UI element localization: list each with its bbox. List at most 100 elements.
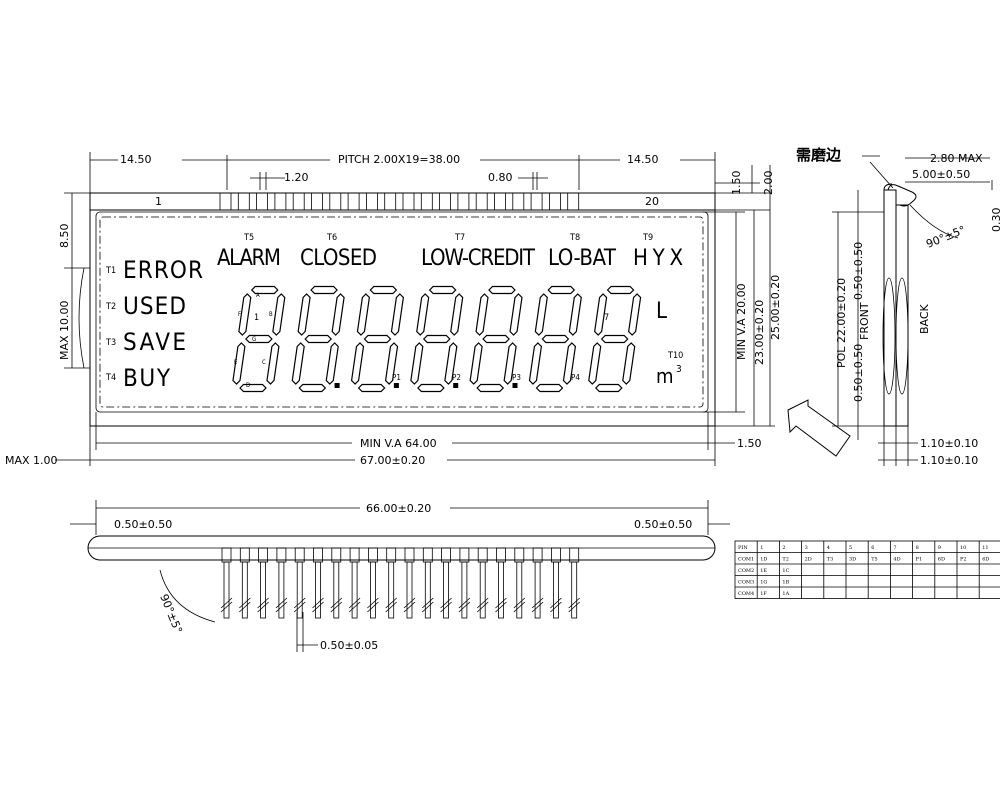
segment-c <box>562 342 577 385</box>
dim-1-10a: 1.10±0.10 <box>920 437 978 450</box>
bottom-pin-lead <box>461 561 468 619</box>
dim-bottom-0-50-left: 0.50±0.50 <box>114 518 172 531</box>
pin-table-cell: 6D <box>938 557 945 563</box>
decimal-point <box>512 383 518 388</box>
pin-table-cell: 1G <box>760 580 767 586</box>
pin-break-mark <box>513 597 526 609</box>
top-pin <box>219 192 232 211</box>
segment-e <box>232 342 246 385</box>
unit-l-icon: L <box>656 299 667 324</box>
bottom-pin-lead <box>296 561 303 619</box>
alarm-icon-text: ALARM <box>217 246 281 271</box>
seg-e-label: E <box>234 359 238 366</box>
pin-break-mark <box>385 601 397 613</box>
pin-table-cell: 4D <box>893 557 900 563</box>
top-pin <box>457 192 470 211</box>
segment-g <box>482 334 510 344</box>
unit-m3-superscript: 3 <box>676 364 682 375</box>
pin-table-cell: COM2 <box>738 568 754 574</box>
pin-table-cell: 1E <box>760 568 767 574</box>
dim-max-10: MAX 10.00 <box>58 300 71 360</box>
pin-break-mark <box>293 597 306 609</box>
pin-break-mark <box>348 597 361 609</box>
seg-c-label: C <box>262 359 266 366</box>
pin-break-mark <box>330 597 343 609</box>
digit-1 <box>232 285 286 393</box>
digit-6 <box>512 285 582 393</box>
pin-table-cell: 1F <box>760 591 767 597</box>
segment-f <box>594 293 608 336</box>
pin-break-mark <box>275 601 288 613</box>
pin-break-mark <box>275 597 288 609</box>
pin-table-cell: COM1 <box>738 557 754 563</box>
dim-pin-thickness: 0.50±0.05 <box>320 639 378 652</box>
segment-g <box>245 334 273 344</box>
top-pin <box>420 192 433 211</box>
segment-labels: A B C D E F G 1 7 P1 P2 P3 P4 <box>234 292 609 389</box>
segment-c <box>325 342 339 385</box>
segment-a <box>488 285 516 295</box>
pin-table-header: 3 <box>805 545 808 551</box>
digit-7 <box>588 285 642 393</box>
bottom-view: 66.00±0.20 0.50±0.50 0.50±0.50 90°±5° 0.… <box>70 500 730 652</box>
pin-break-mark <box>495 597 507 609</box>
pin-table-cell: P1 <box>916 557 923 563</box>
top-pin <box>292 192 305 211</box>
segment-c <box>503 342 517 385</box>
side-view: 需磨边 2.80 MAX 5.00±0.50 0.30 90°±5° FRONT… <box>787 146 1000 467</box>
unit-m3-icon: m <box>656 364 674 388</box>
bottom-pin-lead <box>443 561 450 619</box>
segment-d <box>476 383 505 393</box>
segment-b <box>390 293 405 336</box>
pin-table-header: 2 <box>782 545 785 551</box>
segment-e <box>588 342 602 385</box>
t2-label: T2 <box>105 302 116 312</box>
bottom-pin-lead <box>388 561 395 619</box>
digit-2 <box>291 285 345 393</box>
pin-break-mark <box>257 597 269 609</box>
segment-b <box>272 293 286 336</box>
pin-table-header: 6 <box>871 545 874 551</box>
pin-break-mark <box>513 601 526 613</box>
pin-table-cell: 1A <box>782 591 789 597</box>
top-glass-step <box>89 192 716 211</box>
pin-break-mark <box>440 597 452 609</box>
dim-0-30: 0.30 <box>990 208 1000 233</box>
view-arrow <box>787 399 851 457</box>
segment-b <box>568 293 582 336</box>
segment-d <box>239 383 267 393</box>
segment-g <box>304 334 333 344</box>
pin-table-header: PIN <box>738 545 748 551</box>
pin-break-mark <box>458 601 471 613</box>
digit-1-number: 1 <box>254 313 259 323</box>
pin-break-mark <box>550 601 562 613</box>
pin-table-header: 8 <box>916 545 919 551</box>
low-credit-icon-text: LOW-CREDIT <box>421 246 536 271</box>
active-area <box>99 216 704 408</box>
pin-table-cell: COM3 <box>738 580 754 586</box>
pin-table-header: 9 <box>938 545 941 551</box>
pin-table-cell: 1D <box>760 557 767 563</box>
pin-break-mark <box>403 601 416 613</box>
segment-d <box>535 383 564 393</box>
t6-label: T6 <box>326 233 337 243</box>
segment-e <box>350 342 365 385</box>
buy-icon-text: BUY <box>123 364 171 392</box>
pin-break-mark <box>531 597 544 609</box>
bottom-pin-lead <box>516 561 523 619</box>
p3-label: P3 <box>512 373 521 382</box>
decimal-point <box>393 383 399 388</box>
top-pin <box>549 192 561 211</box>
pin-break-mark <box>568 601 580 613</box>
pin-break-mark <box>495 601 507 613</box>
top-pin <box>347 192 360 211</box>
dim-top-2-00: 2.00 <box>762 171 775 196</box>
decimal-point <box>334 383 340 388</box>
top-pin <box>439 192 452 211</box>
pin-break-mark <box>312 597 324 609</box>
dim-side-0-50b: 0.50±0.50 <box>852 344 865 402</box>
segment-c <box>266 342 280 385</box>
digit-5 <box>453 285 523 393</box>
bottom-pin-lead <box>534 561 541 619</box>
front-label: FRONT <box>858 302 871 340</box>
